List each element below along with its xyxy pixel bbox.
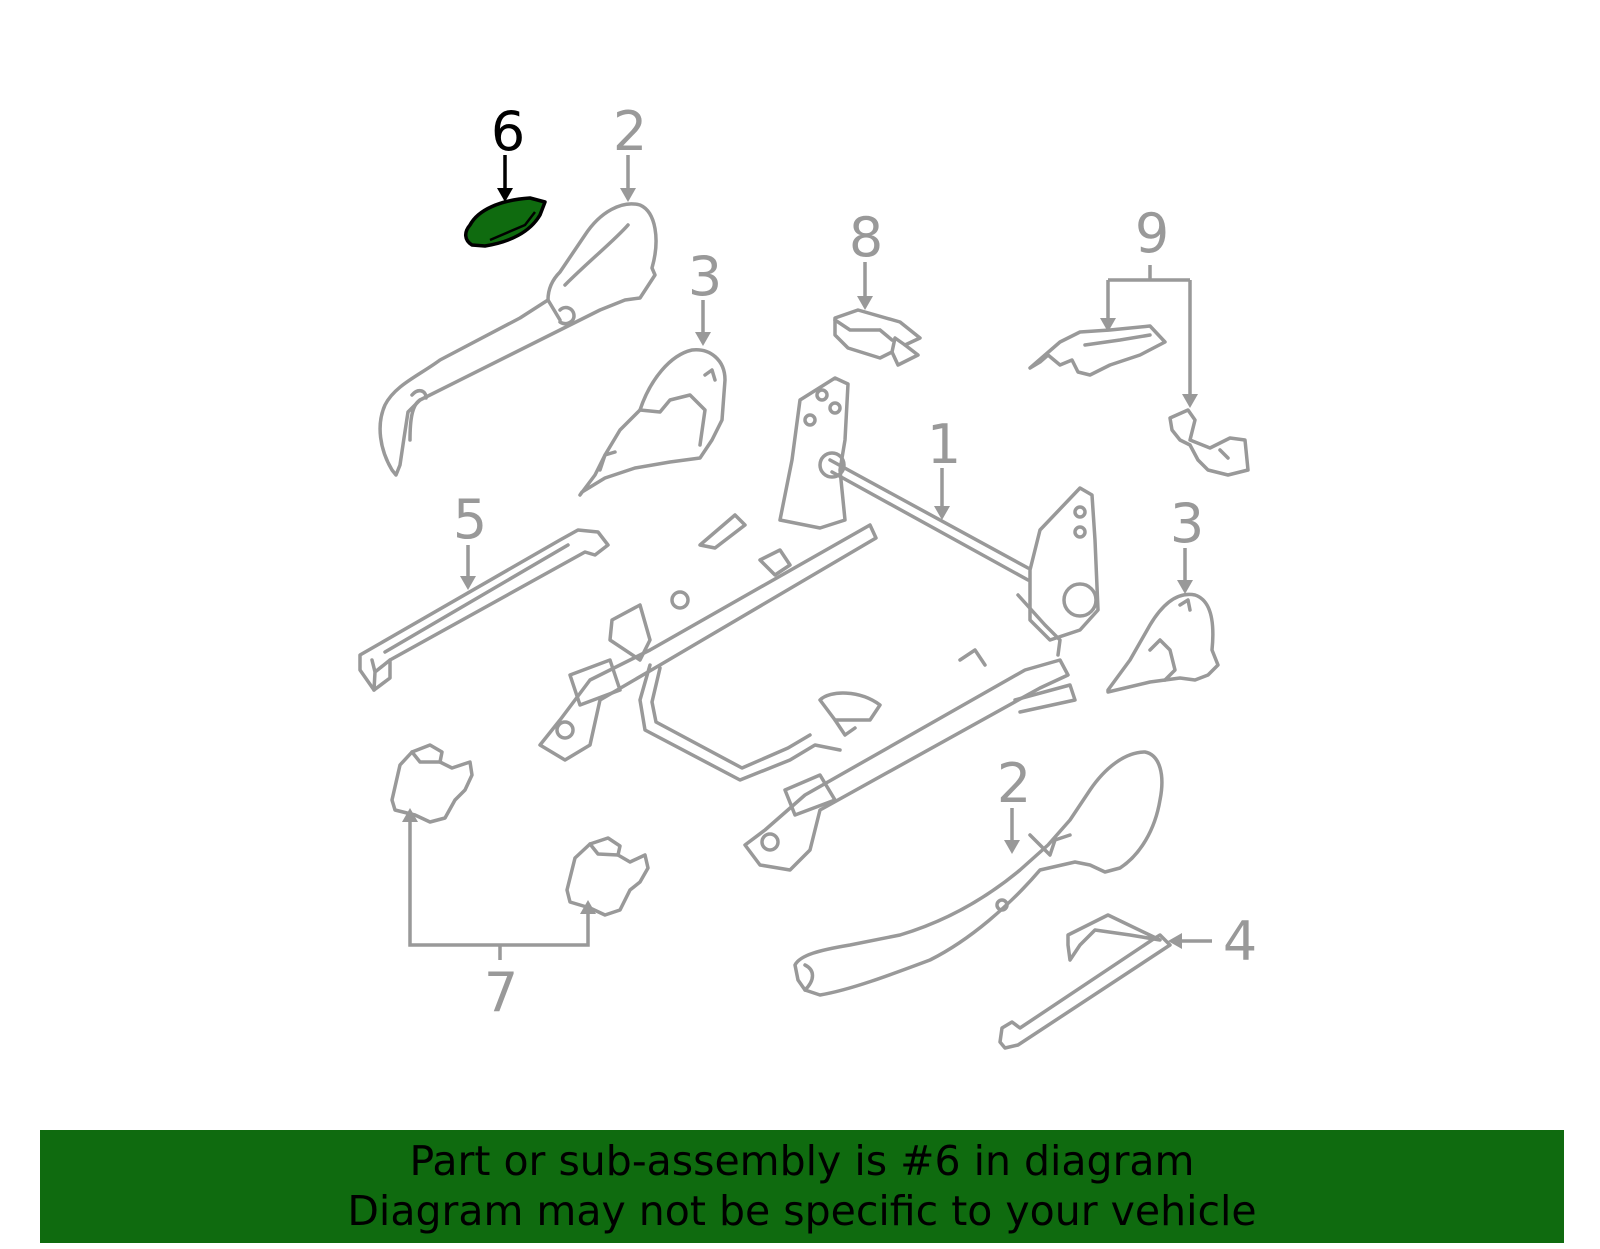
part-7-cap-right[interactable] (565, 836, 650, 917)
arrow-7b (580, 900, 596, 914)
arrow-9a (1100, 318, 1116, 332)
part-2-upper-cover[interactable] (378, 202, 658, 477)
callout-6[interactable]: 6 (491, 100, 525, 163)
arrow-1 (934, 506, 950, 520)
banner-line-1: Part or sub-assembly is #6 in diagram (409, 1137, 1195, 1185)
part-9-bracket[interactable] (1028, 324, 1167, 377)
part-7-cap-left[interactable] (390, 743, 474, 824)
callout-3b[interactable]: 3 (1170, 492, 1204, 555)
leader-9 (1106, 265, 1192, 396)
callout-3a[interactable]: 3 (688, 245, 722, 308)
part-4-rail-trim[interactable] (998, 913, 1172, 1050)
part-1-seat-frame[interactable] (538, 376, 1100, 872)
part-3-lower-shield[interactable] (1106, 592, 1220, 694)
arrow-4 (1168, 933, 1182, 949)
callout-2b[interactable]: 2 (997, 752, 1031, 815)
part-3-upper-shield[interactable] (578, 348, 727, 497)
part-5-rail-cover[interactable] (358, 528, 610, 692)
part-2-lower-cover[interactable] (793, 750, 1164, 997)
callout-1[interactable]: 1 (927, 413, 961, 476)
callout-7[interactable]: 7 (484, 961, 518, 1024)
part-6-cover[interactable] (464, 196, 547, 248)
arrow-3a (695, 332, 711, 346)
arrow-8 (857, 296, 873, 310)
callout-5[interactable]: 5 (453, 488, 487, 551)
arrow-6 (497, 188, 513, 202)
arrow-5 (460, 576, 476, 590)
info-banner: Part or sub-assembly is #6 in diagram Di… (40, 1130, 1564, 1243)
arrow-2b (1004, 840, 1020, 854)
arrow-9b (1182, 394, 1198, 408)
arrow-7a (402, 808, 418, 822)
callout-4[interactable]: 4 (1223, 910, 1257, 973)
leader-7 (408, 820, 590, 960)
banner-line-2: Diagram may not be specific to your vehi… (347, 1187, 1257, 1235)
callout-9[interactable]: 9 (1135, 202, 1169, 265)
arrow-2a (620, 188, 636, 202)
callout-2a[interactable]: 2 (613, 100, 647, 163)
part-8-clip[interactable] (833, 308, 922, 367)
part-9-connector[interactable] (1168, 408, 1250, 477)
callout-8[interactable]: 8 (849, 206, 883, 269)
arrow-3b (1177, 580, 1193, 594)
